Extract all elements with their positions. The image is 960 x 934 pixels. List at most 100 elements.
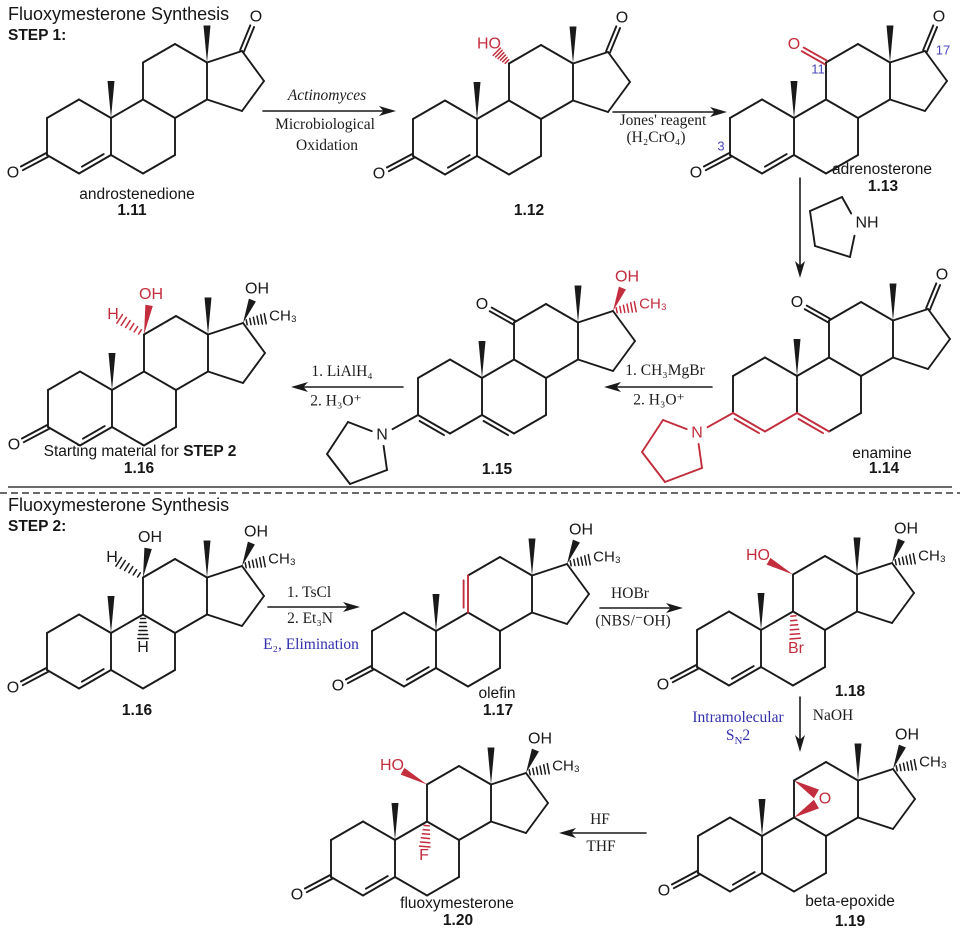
svg-text:OH: OH: [895, 727, 919, 744]
svg-text:OH: OH: [528, 731, 552, 748]
compound-name-enamine: enamine: [852, 445, 912, 462]
reaction-arrow: [604, 382, 713, 392]
condition-tscl: 1. TsCl: [286, 584, 332, 601]
svg-text:N: N: [691, 425, 703, 442]
svg-text:CH₃: CH₃: [918, 548, 946, 565]
svg-text:CH₃: CH₃: [268, 551, 296, 568]
svg-text:3: 3: [717, 139, 724, 154]
svg-text:O: O: [291, 887, 303, 904]
svg-text:Br: Br: [788, 640, 805, 657]
compound-number-1.17: 1.17: [482, 702, 514, 719]
reaction-arrow: [262, 106, 396, 116]
svg-text:HO: HO: [380, 757, 404, 774]
step1-subtitle: STEP 1:: [8, 27, 67, 44]
svg-text:O: O: [657, 677, 669, 694]
svg-text:F: F: [419, 847, 429, 864]
compound-name-androstenedione: androstenedione: [79, 186, 195, 203]
step2-title: Fluoxymesterone Synthesis: [8, 495, 230, 515]
svg-text:OH: OH: [244, 524, 268, 541]
reaction-arrow: [795, 177, 805, 278]
condition-thf: THF: [586, 838, 616, 855]
condition-lialh4: 1. LiAlH₄: [311, 363, 373, 380]
reaction-arrow: [267, 602, 360, 612]
step1-title: Fluoxymesterone Synthesis: [8, 4, 230, 24]
svg-text:H: H: [106, 549, 118, 566]
svg-text:HO: HO: [477, 36, 501, 53]
svg-text:NH: NH: [855, 215, 878, 232]
svg-text:CH₃: CH₃: [919, 754, 947, 771]
svg-text:O: O: [373, 166, 385, 183]
svg-text:CH₃: CH₃: [552, 758, 580, 775]
condition-e2-elimination: E₂, Elimination: [263, 636, 359, 653]
compound-number-1.16: 1.16: [123, 460, 155, 477]
svg-text:O: O: [936, 267, 948, 284]
reaction-arrow: [559, 828, 647, 838]
compound-name-fluoxymesterone: fluoxymesterone: [400, 895, 514, 912]
condition-h3o-1: 2. H₃O⁺: [633, 391, 685, 409]
condition-hobr: HOBr: [611, 585, 649, 602]
condition-microbiological: Microbiological: [275, 116, 375, 133]
svg-text:OH: OH: [615, 269, 639, 286]
compound-name-1.16: Starting material for STEP 2: [43, 443, 237, 460]
condition-naoh: NaOH: [812, 707, 854, 724]
condition-jones-reagent: Jones' reagent: [619, 112, 707, 129]
structure-1.14: N O O: [641, 267, 951, 483]
structure-1.11: OO: [7, 9, 265, 182]
svg-text:11: 11: [811, 62, 825, 77]
svg-text:O: O: [933, 9, 945, 26]
svg-text:OH: OH: [245, 281, 269, 298]
svg-text:OH: OH: [569, 522, 593, 539]
structure-1.12: O O HO: [373, 10, 631, 183]
condition-et3n: 2. Et₃N: [287, 610, 333, 627]
svg-text:OH: OH: [894, 521, 918, 538]
condition-h2cro4: (H₂CrO₄): [626, 129, 686, 146]
svg-text:O: O: [658, 883, 670, 900]
svg-text:O: O: [788, 36, 800, 53]
svg-text:O: O: [791, 294, 803, 311]
svg-text:H: H: [107, 306, 119, 323]
condition-h3o-2: 2. H₃O⁺: [310, 392, 362, 410]
svg-text:OH: OH: [139, 286, 163, 303]
svg-text:CH₃: CH₃: [269, 308, 297, 325]
compound-number-1.12: 1.12: [513, 202, 545, 219]
compound-number-1.14: 1.14: [868, 460, 900, 477]
svg-text:O: O: [8, 437, 20, 454]
svg-text:O: O: [476, 296, 488, 313]
svg-text:H: H: [137, 639, 149, 656]
compound-name-beta-epoxide: beta-epoxide: [805, 893, 895, 910]
condition-sn2: SN2: [725, 726, 751, 748]
compound-number-1.13: 1.13: [867, 178, 899, 195]
svg-text:HO: HO: [746, 547, 770, 564]
svg-text:N: N: [376, 427, 388, 444]
svg-text:O: O: [7, 680, 19, 697]
section-divider: [0, 486, 960, 494]
svg-text:O: O: [7, 165, 19, 182]
svg-text:O: O: [690, 165, 702, 182]
compound-name-olefin: olefin: [478, 685, 516, 702]
svg-text:O: O: [616, 10, 628, 27]
step2-subtitle: STEP 2:: [8, 518, 67, 535]
compound-number-1.19: 1.19: [834, 913, 866, 930]
svg-text:CH₃: CH₃: [639, 296, 667, 313]
compound-number-1.18: 1.18: [834, 683, 866, 700]
compound-number-1.16b: 1.16: [121, 702, 153, 719]
svg-text:17: 17: [936, 43, 950, 58]
svg-text:O: O: [250, 9, 262, 26]
svg-text:CH₃: CH₃: [593, 549, 621, 566]
reaction-arrow: [612, 107, 727, 117]
compound-number-1.20: 1.20: [442, 912, 474, 929]
condition-hf: HF: [590, 811, 610, 828]
pyrrolidine-reagent: NH: [809, 196, 879, 258]
reaction-arrow: [795, 696, 805, 752]
condition-intramolecular: Intramolecular: [692, 709, 784, 726]
condition-ch3mgbr: 1. CH₃MgBr: [625, 362, 705, 379]
svg-text:O: O: [819, 791, 831, 808]
